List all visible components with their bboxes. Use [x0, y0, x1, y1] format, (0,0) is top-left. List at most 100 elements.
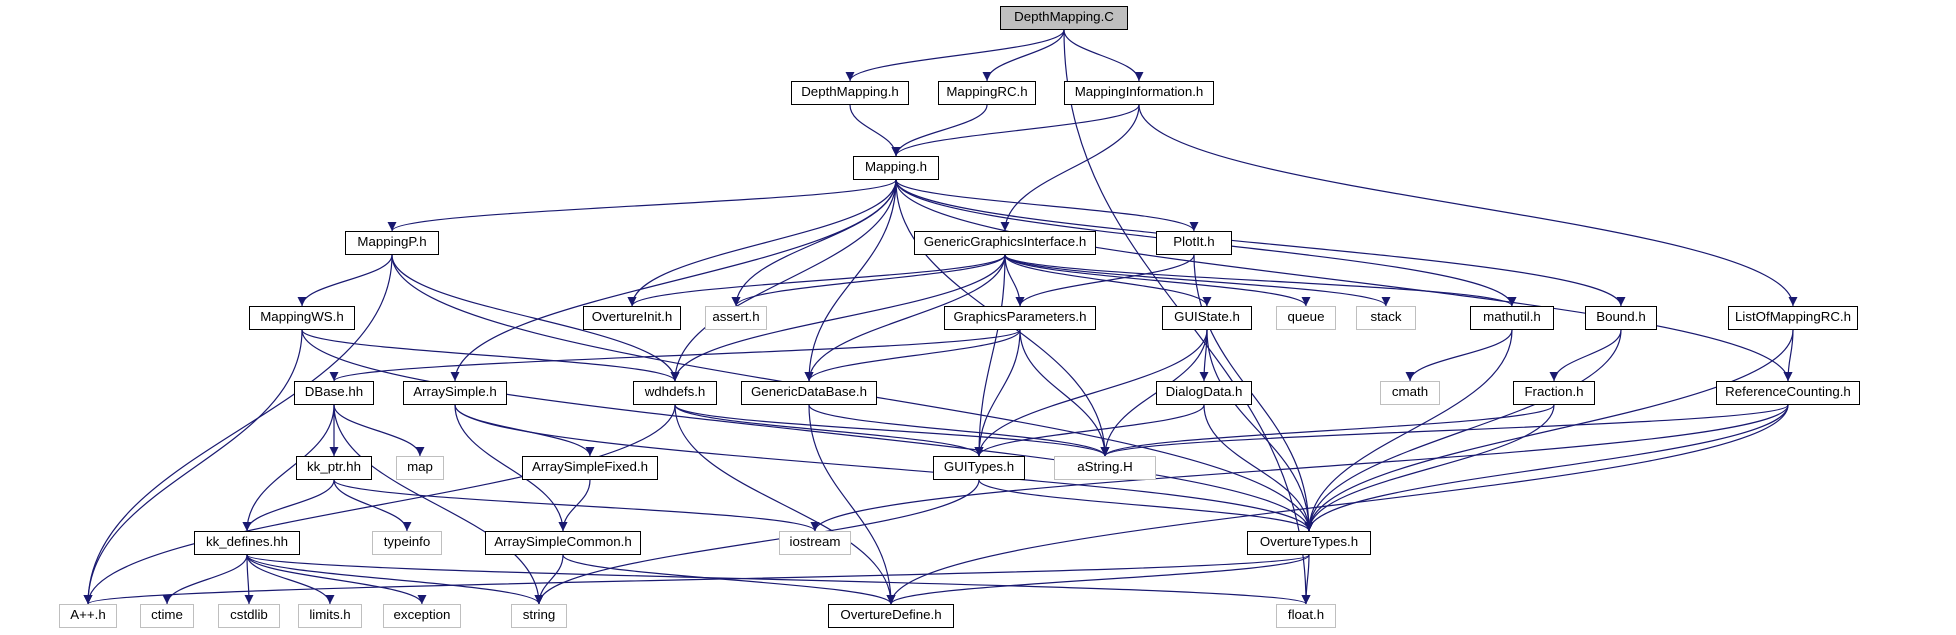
node-string: string [511, 604, 567, 628]
node-cmath: cmath [1380, 381, 1440, 405]
node-plotit-h[interactable]: PlotIt.h [1156, 231, 1232, 255]
edge-OvertureTypes_h-to-float_h [1301, 554, 1311, 605]
edge-ReferenceCounting_h-to-OvertureDefine_h [886, 404, 1789, 605]
edge-Fraction_h-to-aString_H [1100, 404, 1555, 457]
edge-kk_ptr_hh-to-kk_defines_hh [242, 479, 335, 532]
node-overturetypes-h[interactable]: OvertureTypes.h [1247, 531, 1371, 555]
edge-Mapping_h-to-OvertureInit_h [627, 179, 897, 307]
node-listofmappingrc-h[interactable]: ListOfMappingRC.h [1728, 306, 1858, 330]
edge-MappingRC_h-to-Mapping_h [891, 104, 988, 157]
edge-Mapping_h-to-Bound_h [895, 179, 1626, 307]
edge-GenericGraphicsInterface_h-to-GenericDataBase_h [804, 254, 1006, 382]
edge-ArraySimpleFixed_h-to-ArraySimpleCommon_h [558, 479, 591, 532]
node-depthmapping-c: DepthMapping.C [1000, 6, 1128, 30]
edge-DepthMapping_h-to-Mapping_h [849, 104, 901, 157]
edge-Fraction_h-to-OvertureTypes_h [1304, 404, 1555, 532]
node-arraysimplefixed-h[interactable]: ArraySimpleFixed.h [522, 456, 658, 480]
node-overtureinit-h[interactable]: OvertureInit.h [583, 306, 681, 330]
edge-ReferenceCounting_h-to-aString_H [1100, 404, 1789, 457]
edge-MappingP_h-to-App_h [83, 254, 393, 605]
edge-kk_defines_hh-to-ctime [162, 554, 248, 605]
edge-OvertureTypes_h-to-OvertureDefine_h [886, 554, 1310, 605]
edge-kk_ptr_hh-to-iostream [333, 479, 820, 532]
node-mappingp-h[interactable]: MappingP.h [345, 231, 439, 255]
edge-kk_defines_hh-to-cstdlib [244, 554, 254, 605]
node-cstdlib: cstdlib [218, 604, 280, 628]
edge-ReferenceCounting_h-to-OvertureTypes_h [1304, 404, 1789, 532]
node-ctime: ctime [140, 604, 194, 628]
edge-GraphicsParameters_h-to-GUITypes_h [974, 329, 1021, 457]
edge-OvertureTypes_h-to-App_h [84, 554, 1310, 605]
node-float-h: float.h [1276, 604, 1336, 628]
node-kk-ptr-hh[interactable]: kk_ptr.hh [296, 456, 372, 480]
edge-Mapping_h-to-MappingP_h [387, 179, 897, 232]
edge-wdhdefs_h-to-App_h [83, 404, 676, 605]
edge-GenericDataBase_h-to-aString_H [808, 404, 1110, 457]
edge-Mapping_h-to-wdhdefs_h [670, 179, 897, 382]
edge-MappingWS_h-to-wdhdefs_h [301, 329, 680, 382]
edge-GenericGraphicsInterface_h-to-mathutil_h [1004, 254, 1517, 307]
node-app-h: A++.h [59, 604, 117, 628]
edge-GraphicsParameters_h-to-aString_H [1019, 329, 1110, 457]
node-mapping-h[interactable]: Mapping.h [853, 156, 939, 180]
node-map: map [396, 456, 444, 480]
edge-GenericGraphicsInterface_h-to-queue [1004, 254, 1311, 307]
edge-GenericGraphicsInterface_h-to-assert_h [731, 254, 1006, 307]
node-mappingrc-h[interactable]: MappingRC.h [938, 81, 1036, 105]
edge-DepthMapping_C-to-DepthMapping_h [845, 29, 1065, 82]
node-fraction-h[interactable]: Fraction.h [1513, 381, 1595, 405]
edge-DialogData_h-to-GUITypes_h [974, 404, 1205, 457]
node-kk-defines-hh[interactable]: kk_defines.hh [194, 531, 300, 555]
node-graphicsparameters-h[interactable]: GraphicsParameters.h [944, 306, 1096, 330]
node-dialogdata-h[interactable]: DialogData.h [1156, 381, 1252, 405]
edge-DBase_hh-to-map [333, 404, 425, 457]
edge-MappingP_h-to-MappingWS_h [297, 254, 393, 307]
edge-kk_ptr_hh-to-typeinfo [333, 479, 412, 532]
node-wdhdefs-h[interactable]: wdhdefs.h [633, 381, 717, 405]
node-referencecounting-h[interactable]: ReferenceCounting.h [1716, 381, 1860, 405]
edge-DialogData_h-to-OvertureTypes_h [1203, 404, 1314, 532]
edge-DBase_hh-to-kk_defines_hh [242, 404, 335, 532]
edge-MappingWS_h-to-OvertureTypes_h [301, 329, 1314, 532]
node-mappinginformation-h[interactable]: MappingInformation.h [1064, 81, 1214, 105]
node-mappingws-h[interactable]: MappingWS.h [249, 306, 355, 330]
node-iostream: iostream [779, 531, 851, 555]
node-arraysimple-h[interactable]: ArraySimple.h [403, 381, 507, 405]
edge-DBase_hh-to-string [333, 404, 544, 605]
edge-Mapping_h-to-ReferenceCounting_h [895, 179, 1793, 382]
node-genericdatabase-h[interactable]: GenericDataBase.h [741, 381, 877, 405]
node-bound-h[interactable]: Bound.h [1585, 306, 1657, 330]
edge-GenericGraphicsInterface_h-to-OvertureInit_h [627, 254, 1006, 307]
node-arraysimplecommon-h[interactable]: ArraySimpleCommon.h [485, 531, 641, 555]
node-dbase-hh[interactable]: DBase.hh [294, 381, 374, 405]
edge-Mapping_h-to-ArraySimple_h [450, 179, 897, 382]
edge-ReferenceCounting_h-to-iostream [810, 404, 1789, 532]
edge-GraphicsParameters_h-to-GenericDataBase_h [804, 329, 1021, 382]
node-genericgraphicsinterface-h[interactable]: GenericGraphicsInterface.h [914, 231, 1096, 255]
edge-GenericGraphicsInterface_h-to-wdhdefs_h [670, 254, 1006, 382]
edge-kk_defines_hh-to-limits_h [246, 554, 335, 605]
node-assert-h: assert.h [705, 306, 767, 330]
edge-GraphicsParameters_h-to-DBase_hh [329, 329, 1021, 382]
node-guitypes-h[interactable]: GUITypes.h [933, 456, 1025, 480]
edge-kk_defines_hh-to-float_h [246, 554, 1311, 605]
edge-MappingInformation_h-to-Mapping_h [891, 104, 1140, 157]
node-guistate-h[interactable]: GUIState.h [1162, 306, 1252, 330]
node-typeinfo: typeinfo [372, 531, 442, 555]
edge-mathutil_h-to-OvertureTypes_h [1304, 329, 1513, 532]
edge-ArraySimple_h-to-OvertureTypes_h [454, 404, 1314, 532]
node-mathutil-h[interactable]: mathutil.h [1470, 306, 1554, 330]
edge-ListOfMappingRC_h-to-OvertureTypes_h [1304, 329, 1794, 532]
node-astring-h: aString.H [1054, 456, 1156, 480]
edge-DepthMapping_C-to-MappingInformation_h [1063, 29, 1144, 82]
edge-wdhdefs_h-to-OvertureDefine_h [674, 404, 896, 605]
edge-PlotIt_h-to-GraphicsParameters_h [1015, 254, 1195, 307]
node-overturedefine-h[interactable]: OvertureDefine.h [828, 604, 954, 628]
node-exception: exception [383, 604, 461, 628]
edge-GenericGraphicsInterface_h-to-GUITypes_h [974, 254, 1006, 457]
edge-MappingInformation_h-to-GenericGraphicsInterface_h [1000, 104, 1140, 232]
edge-GUIState_h-to-OvertureTypes_h [1206, 329, 1314, 532]
node-depthmapping-h[interactable]: DepthMapping.h [791, 81, 909, 105]
edge-kk_defines_hh-to-exception [246, 554, 427, 605]
